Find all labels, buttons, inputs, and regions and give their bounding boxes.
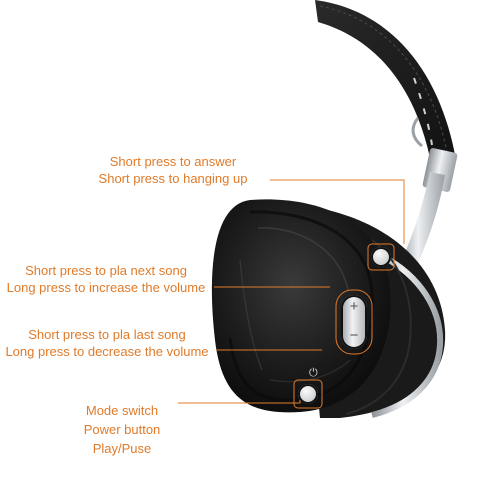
callout-next-song: Short press to pla next song Long press … [0,262,212,296]
minus-icon[interactable]: − [349,327,359,344]
callout-mode-line3: Play/Puse [92,441,152,456]
callout-next-line1: Short press to pla next song [25,263,187,278]
callout-mode-line1: Mode switch [85,403,159,418]
callout-answer: Short press to answer Short press to han… [78,153,268,187]
ear-cushion [211,199,391,413]
callout-frames [293,243,395,409]
plus-icon[interactable]: + [349,298,359,315]
callout-last-line1: Short press to pla last song [28,327,186,342]
headband [315,0,456,168]
callout-last-song: Short press to pla last song Long press … [0,326,214,360]
callout-mode-line2: Power button [83,422,161,437]
power-button[interactable] [298,384,318,404]
callout-answer-line1: Short press to answer [109,154,237,169]
callout-answer-line2: Short press to hanging up [98,171,248,186]
callout-next-line2: Long press to increase the volume [6,280,206,295]
callout-mode: Mode switch Power button Play/Puse [70,401,174,458]
volume-rocker[interactable]: + − [341,295,367,349]
multifunction-button[interactable] [371,247,391,267]
power-icon: ⏻ [309,367,318,379]
callout-last-line2: Long press to decrease the volume [5,344,209,359]
